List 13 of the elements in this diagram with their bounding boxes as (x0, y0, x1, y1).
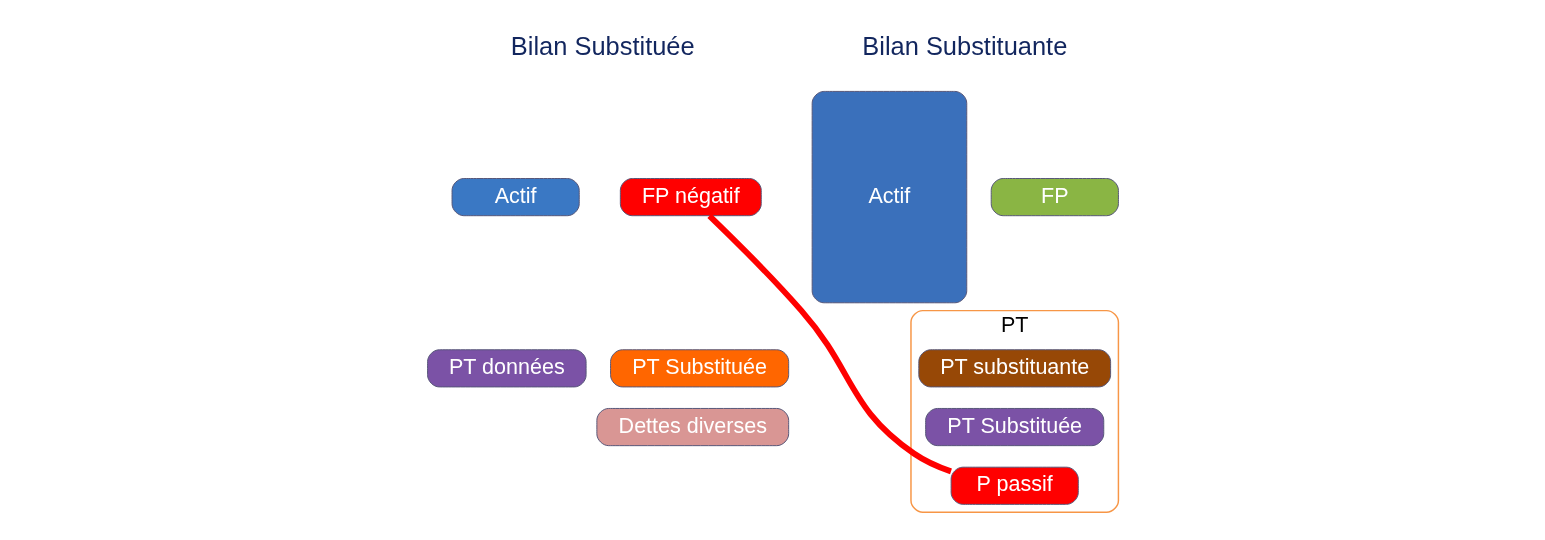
node-box: FP (990, 178, 1119, 217)
node-box: Actif (811, 90, 967, 304)
node-box: PT Substituée (924, 408, 1104, 447)
node-box: Dettes diverses (595, 408, 789, 447)
node-box: PT substituante (917, 349, 1111, 388)
label: Bilan Substituante (861, 32, 1067, 61)
node-box: FP négatif (619, 178, 762, 217)
node-box: PT Substituée (609, 349, 789, 388)
node-box: PT données (426, 349, 587, 388)
label: Bilan Substituée (510, 32, 695, 61)
connector (706, 213, 952, 475)
node-box: P passif (950, 466, 1079, 505)
node-box: Actif (451, 178, 580, 217)
